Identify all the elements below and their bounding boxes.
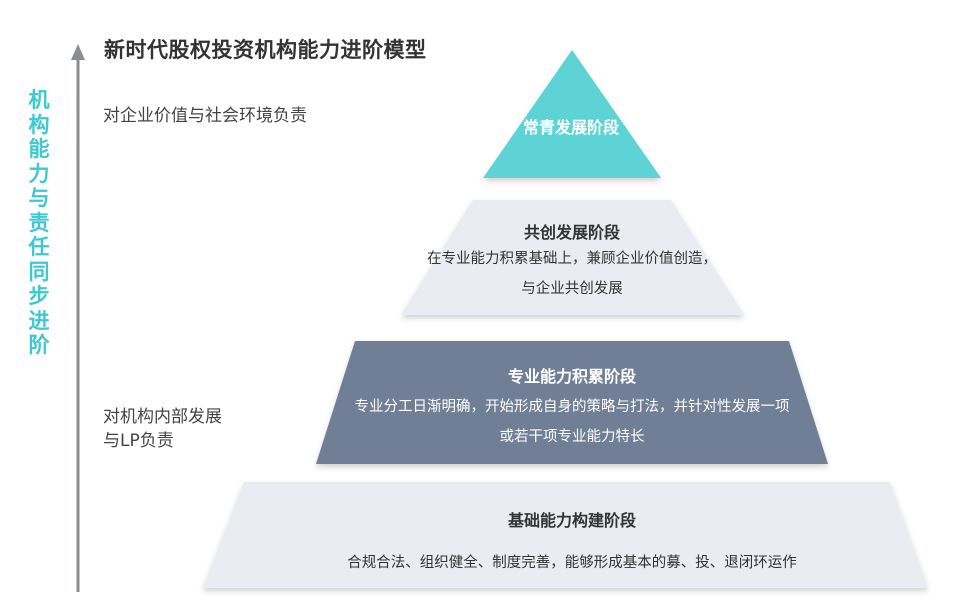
- tier-shape-evergreen: [483, 50, 661, 178]
- tier-shape-professional: [316, 341, 828, 464]
- tier-title-cocreate: 共创发展阶段: [523, 223, 620, 242]
- tier-title-evergreen: 常青发展阶段: [522, 118, 619, 137]
- tier-shape-foundation: [203, 482, 928, 588]
- axis-arrowhead: [71, 44, 85, 60]
- tier-title-foundation: 基础能力构建阶段: [507, 511, 636, 530]
- axis-label: 机构能力与责任同步进阶: [28, 88, 50, 357]
- tier-desc-foundation: 合规合法、组织健全、制度完善，能够形成基本的募、投、退闭环运作: [347, 555, 797, 571]
- tier-shape-cocreate: [401, 200, 744, 315]
- side-note-bottom: 对机构内部发展与LP负责: [103, 407, 222, 451]
- diagram-title: 新时代股权投资机构能力进阶模型: [104, 38, 427, 62]
- tier-desc-professional: 专业分工日渐明确，开始形成自身的策略与打法，并针对性发展一项或若干项专业能力特长: [354, 399, 790, 445]
- tier-title-professional: 专业能力积累阶段: [507, 367, 636, 386]
- tier-desc-cocreate: 在专业能力积累基础上，兼顾企业价值创造，与企业共创发展: [427, 251, 717, 297]
- side-note-top: 对企业价值与社会环境负责: [103, 106, 307, 126]
